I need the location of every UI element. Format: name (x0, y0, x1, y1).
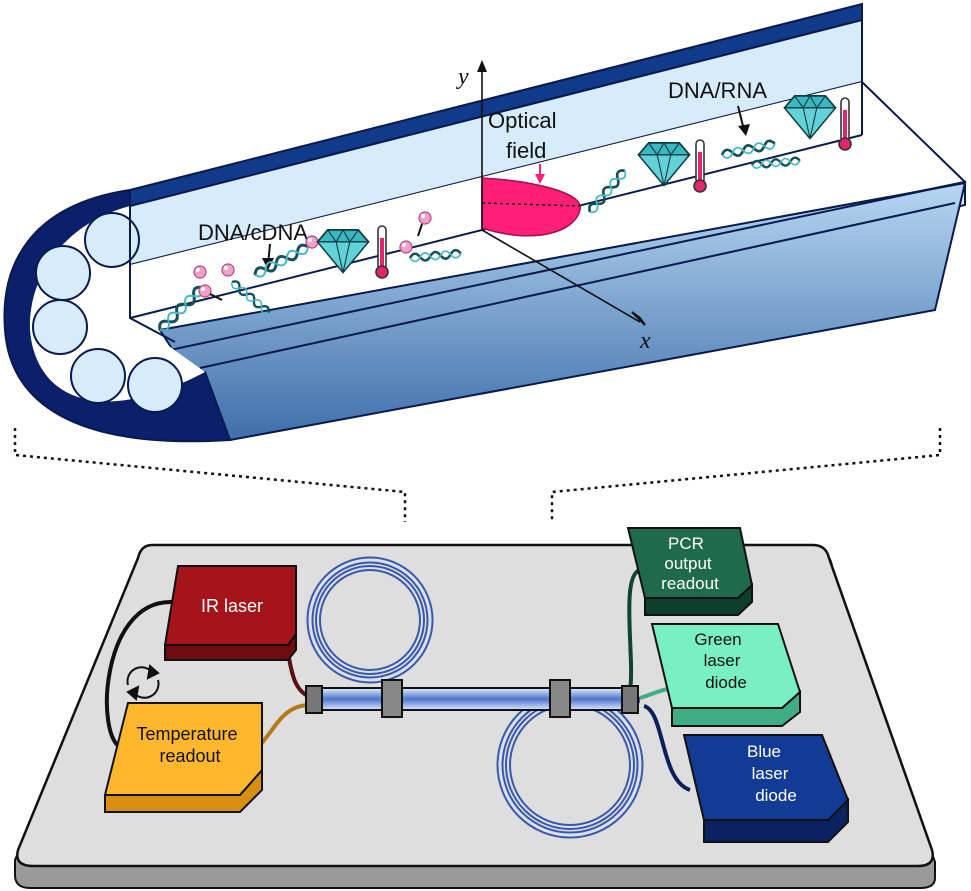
fiber-connector (381, 679, 403, 718)
fiber-end-cap (3, 188, 232, 443)
green-laser-label-line2: laser (704, 651, 741, 670)
blue-laser-label-line2: laser (752, 764, 789, 783)
primer-bead (418, 211, 432, 225)
optical-field-label-line2: field (506, 138, 546, 163)
cladding-hole (84, 212, 140, 268)
optical-field-profile (481, 177, 581, 237)
thermometer-icon (693, 139, 707, 193)
x-axis (481, 229, 641, 323)
dna-cdna-label: DNA/cDNA (198, 220, 308, 245)
cable-blue-to-connector (643, 704, 691, 792)
blue-laser-label-line1: Blue (747, 742, 781, 761)
green-laser-label-line3: diode (705, 673, 747, 692)
temperature-readout-label-line2: readout (159, 746, 220, 766)
ir-laser-label: IR laser (201, 596, 263, 616)
coordinate-axes: y x (456, 60, 651, 354)
cladding-hole (35, 245, 91, 301)
thermometer-icon (838, 97, 852, 151)
fiber-connector (549, 679, 571, 718)
pcr-output-label-line2: output (664, 554, 712, 573)
dna-rna-label: DNA/RNA (668, 78, 767, 103)
primer-bead (198, 284, 212, 298)
pcr-output-label-line3: readout (661, 574, 719, 593)
green-laser-label-line1: Green (694, 630, 741, 649)
cladding-hole (127, 357, 183, 413)
pcr-output-readout-box: PCR output readout (626, 527, 754, 616)
ir-laser-box: IR laser (163, 565, 297, 661)
primer-bead (399, 240, 413, 254)
temperature-readout-box: Temperature readout (103, 702, 263, 813)
primer-bead (193, 265, 207, 279)
cable-ir-temperature-loop (104, 599, 173, 750)
blue-laser-label-line3: diode (755, 786, 797, 805)
optical-board: IR laser Temperature readout PCR output … (14, 527, 936, 889)
main-fiber-tube (314, 687, 636, 711)
fiber-illustration: y x DNA/cDNA Optical field DNA/RNA (3, 2, 967, 443)
blue-laser-diode-box: Blue laser diode (682, 734, 850, 843)
cladding-hole (70, 348, 126, 404)
cladding-hole (32, 299, 88, 355)
temperature-readout-label-line1: Temperature (136, 724, 237, 744)
green-laser-diode-box: Green laser diode (650, 623, 802, 727)
fiber-coil-left (306, 556, 434, 703)
axis-x-label: x (639, 328, 651, 354)
cycle-arrows-icon (126, 664, 160, 701)
fiber-connector (305, 685, 323, 714)
optical-field-label-line1: Optical (488, 108, 556, 133)
fiber-connector (621, 685, 639, 714)
zoom-guide-lines (13, 428, 942, 522)
primer-bead (305, 235, 319, 249)
axis-y-label: y (456, 64, 469, 90)
cable-pcr-to-connector (627, 568, 642, 691)
pcr-output-label-line1: PCR (668, 534, 704, 553)
primer-bead (221, 263, 235, 277)
thermometer-icon (375, 225, 389, 279)
